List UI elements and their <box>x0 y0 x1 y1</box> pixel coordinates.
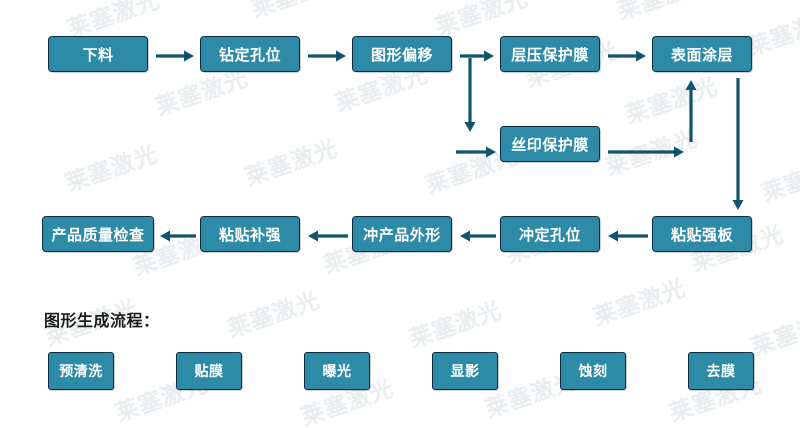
process-node-4[interactable]: 表面涂层 <box>652 36 752 72</box>
watermark-text: 莱塞激光 <box>748 305 800 362</box>
process-node-second-0[interactable]: 产品质量检查 <box>42 216 154 252</box>
step-node-5[interactable]: 去膜 <box>688 352 754 390</box>
watermark-text: 莱塞激光 <box>622 73 722 130</box>
process-node-second-3[interactable]: 冲定孔位 <box>500 216 600 252</box>
section-title: 图形生成流程： <box>44 311 160 330</box>
arrow-up-into-biaomiantuceng <box>683 80 699 142</box>
arrow-biaomiantuceng-down-to-zhantie <box>730 78 746 210</box>
process-node-second-1[interactable]: 粘贴补强 <box>200 216 300 252</box>
step-node-3[interactable]: 显影 <box>432 352 498 390</box>
process-node-branch-0[interactable]: 丝印保护膜 <box>500 126 600 162</box>
step-node-4[interactable]: 蚀刻 <box>560 352 626 390</box>
process-node-second-4[interactable]: 粘贴强板 <box>652 216 752 252</box>
watermark-text: 莱塞激光 <box>758 151 800 208</box>
arrow-siyin-to-up-join <box>608 144 684 160</box>
arrow-chongding-to-chongchanpin <box>460 228 496 244</box>
process-node-2[interactable]: 图形偏移 <box>352 36 452 72</box>
arrow-cengya-to-biaomiantuceng <box>608 48 646 64</box>
arrow-chongchanpin-to-zhantiebuqiang <box>308 228 348 244</box>
arrow-branch-into-siyin <box>456 144 496 160</box>
watermark-text: 莱塞激光 <box>246 0 348 24</box>
process-node-3[interactable]: 层压保护膜 <box>500 36 600 72</box>
watermark-text: 莱塞激光 <box>612 0 714 26</box>
step-node-0[interactable]: 预清洗 <box>48 352 114 390</box>
watermark-text: 莱塞激光 <box>242 135 342 192</box>
arrow-zuankong-to-tuxingpianyi <box>308 48 346 64</box>
watermark-text: 莱塞激光 <box>224 287 324 344</box>
process-node-1[interactable]: 钻定孔位 <box>200 36 300 72</box>
step-node-1[interactable]: 贴膜 <box>176 352 242 390</box>
process-node-second-2[interactable]: 冲产品外形 <box>352 216 452 252</box>
arrow-zhantieqiangban-to-chongding <box>608 228 648 244</box>
arrow-xialiao-to-zuankong <box>156 48 194 64</box>
arrow-branch-down-to-siyin <box>462 58 478 132</box>
arrow-tuxingpianyi-to-cengya <box>460 48 494 64</box>
watermark-text: 莱塞激光 <box>406 297 506 354</box>
watermark-text: 莱塞激光 <box>62 141 162 198</box>
arrow-zhantiebuqiang-to-zhiliang <box>160 228 196 244</box>
step-node-2[interactable]: 曝光 <box>304 352 370 390</box>
watermark-text: 莱塞激光 <box>590 275 690 332</box>
process-node-0[interactable]: 下料 <box>48 36 148 72</box>
